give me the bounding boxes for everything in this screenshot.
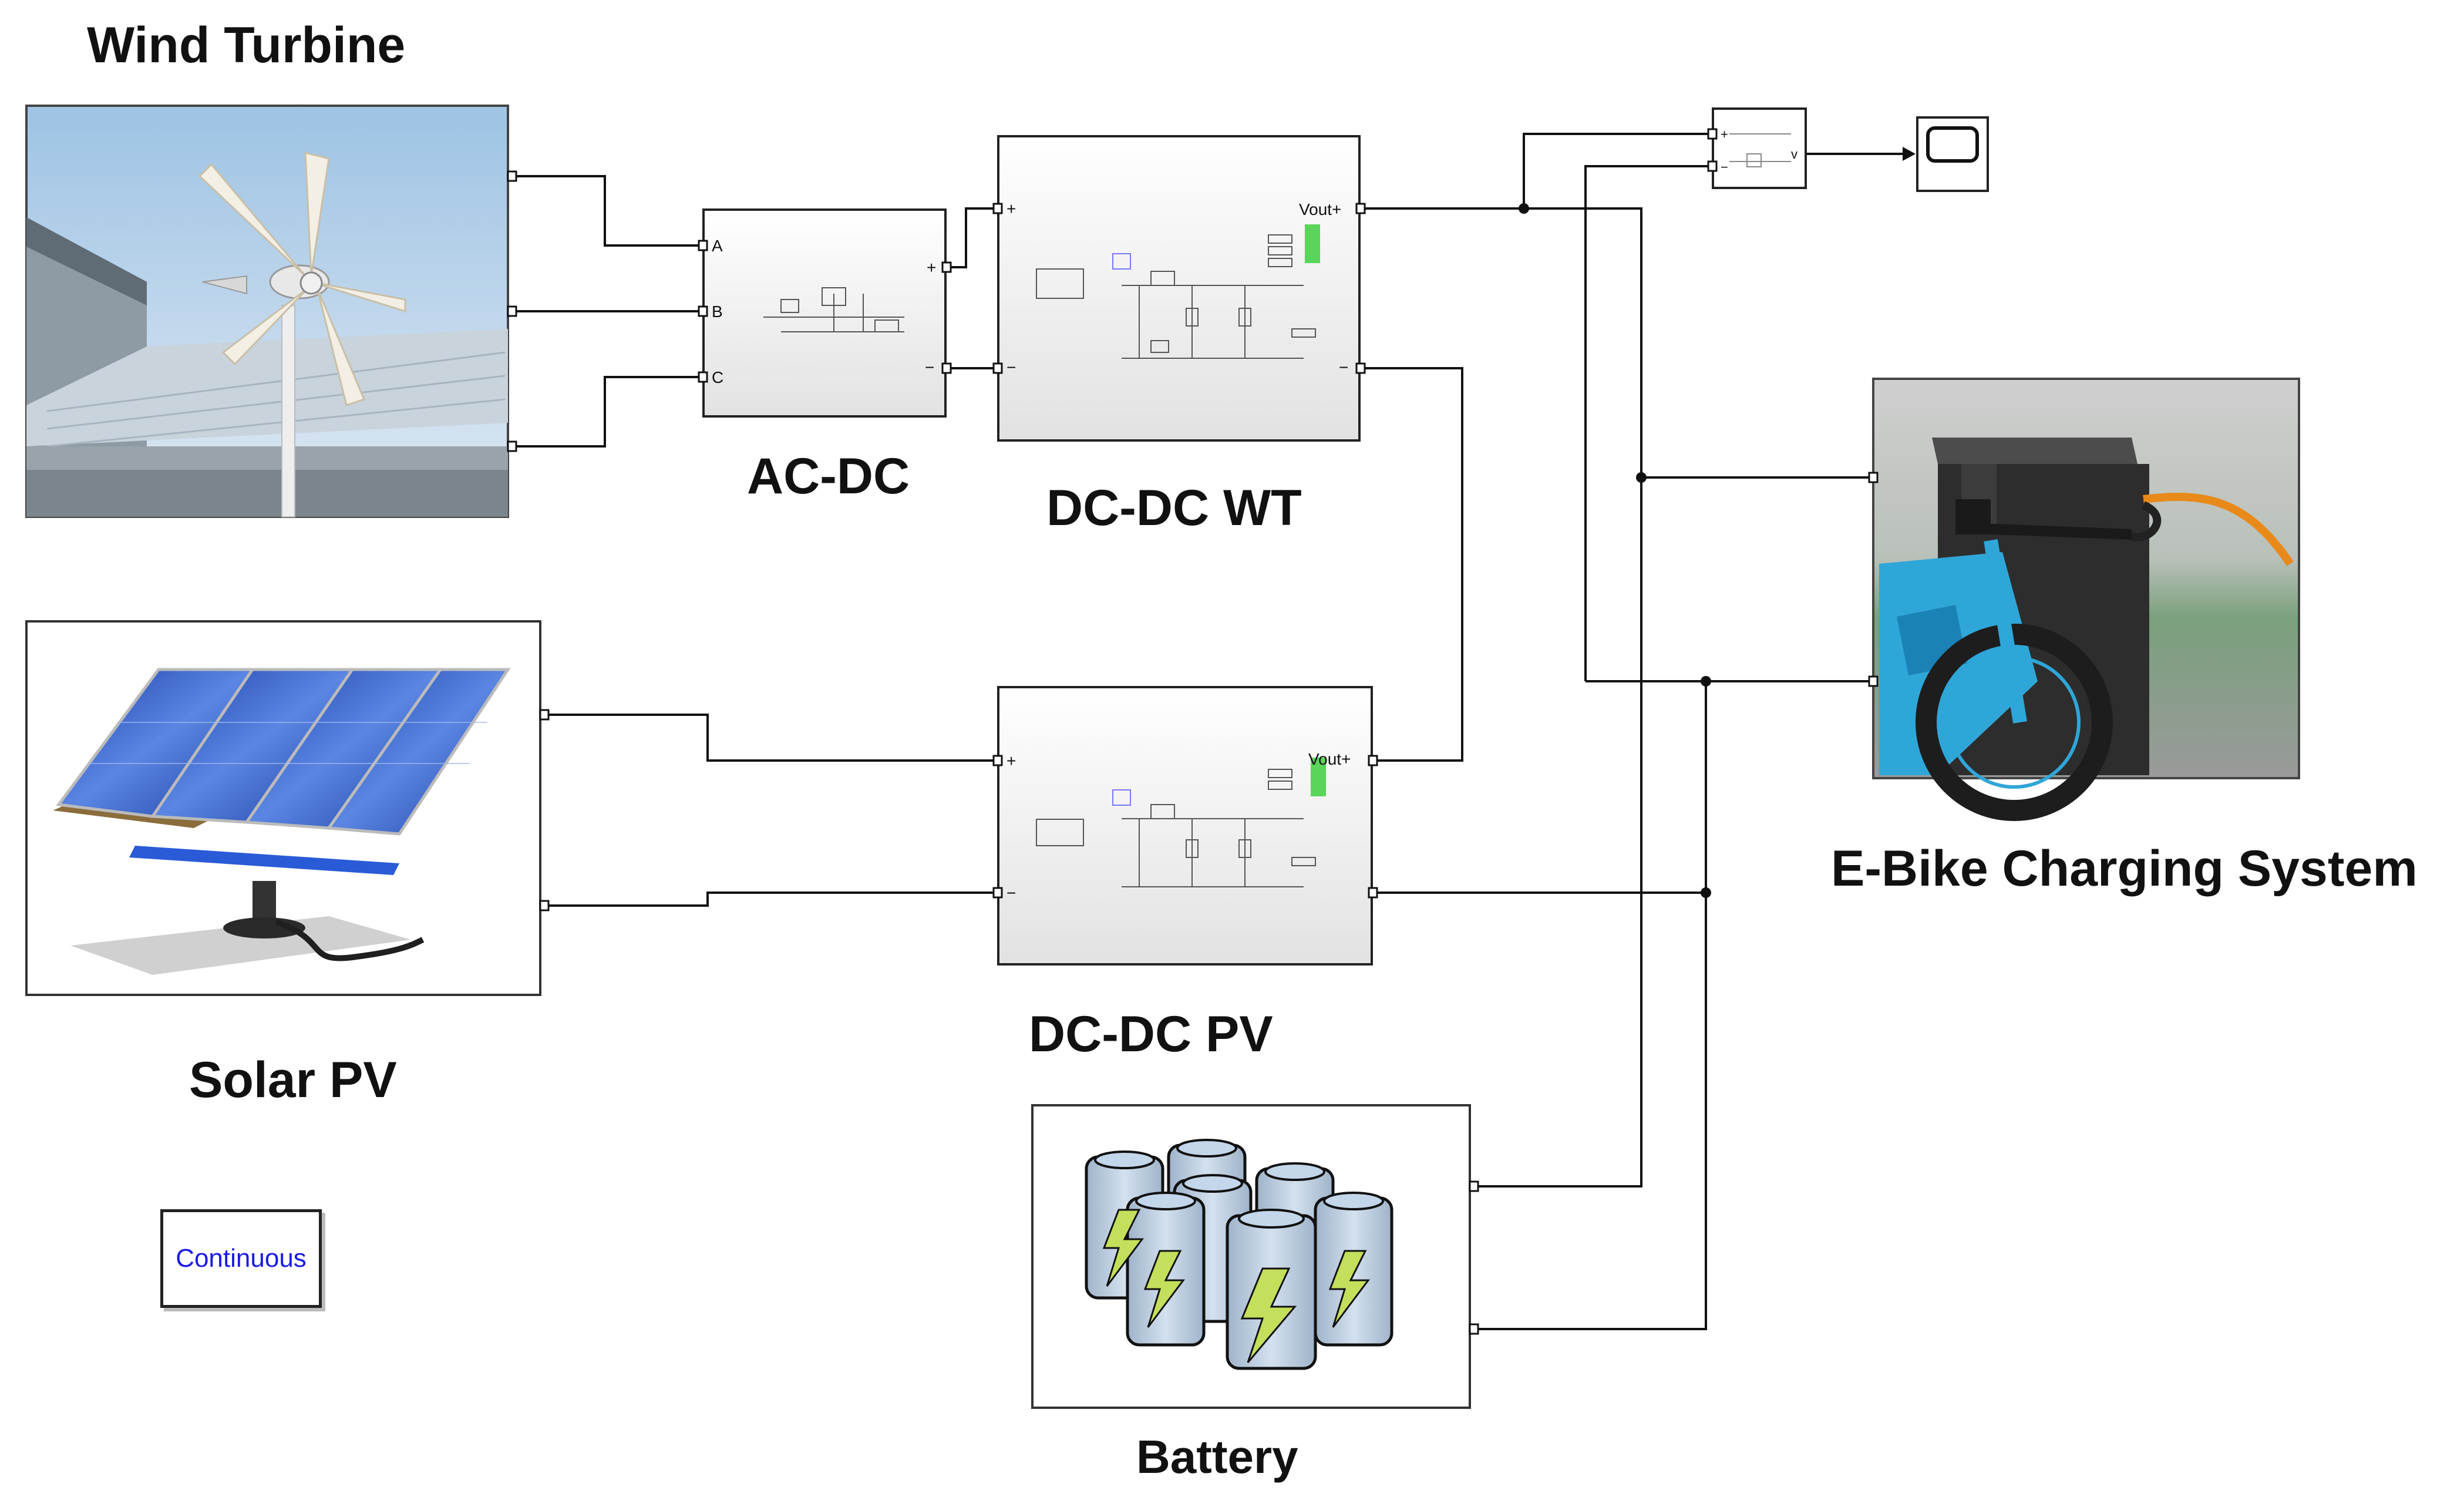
scope-arrow xyxy=(1903,147,1916,161)
wire-solar-plus xyxy=(547,714,998,762)
solar-pv-label: Solar PV xyxy=(189,1052,397,1108)
acdc-minus-label: − xyxy=(925,358,934,376)
vm-v-label: v xyxy=(1791,147,1797,162)
battery-label: Battery xyxy=(1136,1431,1298,1483)
wt-minus-label: − xyxy=(1007,358,1016,376)
ac-dc-label: AC-DC xyxy=(747,448,910,504)
wind-turbine-label: Wind Turbine xyxy=(87,17,406,73)
junctions xyxy=(1519,203,1711,898)
wire-scope-minus xyxy=(1584,165,1713,681)
wire-scope-plus xyxy=(1523,133,1713,208)
pv-vout-label: Vout+ xyxy=(1308,750,1351,768)
ebike-charging-block[interactable] xyxy=(1872,378,2300,821)
port-c-label: C xyxy=(712,368,723,386)
vm-minus-label: − xyxy=(1721,160,1728,174)
pv-minus-label: − xyxy=(1007,884,1016,902)
battery-block[interactable] xyxy=(1031,1104,1471,1409)
wt-vout-label: Vout+ xyxy=(1299,200,1341,218)
ebike-label: E-Bike Charging System xyxy=(1831,840,2418,897)
dc-dc-pv-block[interactable]: + − Vout+ xyxy=(992,686,1378,966)
solar-pv-block[interactable] xyxy=(25,620,541,996)
battery-ports xyxy=(1469,1180,1479,1335)
dc-dc-wt-label: DC-DC WT xyxy=(1046,480,1302,536)
dc-dc-wt-block[interactable]: + − Vout+ − xyxy=(992,135,1366,442)
wt-plus-label: + xyxy=(1007,200,1016,218)
wind-ports xyxy=(507,170,517,452)
solar-ports xyxy=(539,709,550,911)
wire-wind-c xyxy=(515,376,703,448)
wire-wind-a xyxy=(515,175,703,247)
wind-turbine-block[interactable] xyxy=(25,105,509,518)
wt-indicator xyxy=(1305,224,1320,263)
wire-solar-minus xyxy=(547,892,998,907)
continuous-label: Continuous xyxy=(176,1244,307,1273)
vm-plus-label: + xyxy=(1721,127,1728,142)
wire-bus-positive xyxy=(1476,207,1642,1187)
scope-block[interactable] xyxy=(1916,116,1989,192)
acdc-plus-label: + xyxy=(927,258,936,277)
wire-acdc-plus xyxy=(947,207,998,268)
powergui-continuous-block[interactable]: Continuous xyxy=(160,1209,322,1308)
dc-dc-pv-label: DC-DC PV xyxy=(1029,1006,1273,1062)
wire-wt-minus xyxy=(1364,367,1463,762)
ac-dc-block[interactable]: A B C + − xyxy=(698,208,952,418)
ebike-ports xyxy=(1868,472,1879,687)
wire-bus-negative xyxy=(1476,681,1707,1330)
port-a-label: A xyxy=(712,237,723,255)
port-b-label: B xyxy=(712,302,723,321)
wt-minus-out-label: − xyxy=(1339,358,1348,376)
voltage-measurement-block[interactable]: + − v xyxy=(1707,107,1807,189)
scope-icon xyxy=(1926,126,1979,163)
pv-plus-label: + xyxy=(1007,752,1016,770)
pv-indicator xyxy=(1311,758,1326,796)
